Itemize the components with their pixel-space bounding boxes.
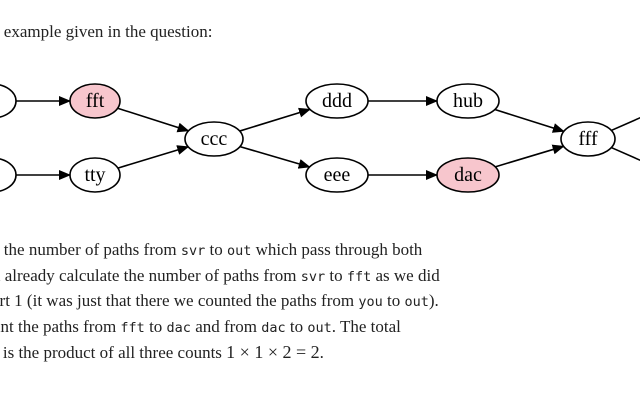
text: ). [428, 291, 439, 310]
edge-hub-fff [494, 108, 565, 133]
text: to [144, 316, 167, 336]
code-svr: svr [180, 243, 206, 259]
node-label: fff [578, 128, 598, 150]
text: n already calculate the number of paths … [0, 265, 301, 285]
node-ellipse [69, 157, 121, 193]
node-ellipse [69, 83, 121, 119]
text: art 1 (it was just that there we counted… [0, 291, 359, 310]
node-label: eee [324, 164, 351, 186]
math-product: 1 × 1 × 2 = 2 [226, 342, 320, 362]
text: . [319, 343, 324, 362]
node-label: dac [454, 164, 482, 186]
node-label: fft [86, 90, 105, 112]
node-dac: dac [436, 157, 500, 193]
node-left_top [0, 84, 17, 118]
node-fft: fft [69, 83, 121, 119]
code-out: out [307, 319, 332, 336]
code-out: out [404, 294, 429, 310]
node-tty: tty [69, 157, 121, 193]
node-ellipse [436, 157, 500, 193]
code-fft: fft [120, 319, 145, 336]
node-label: ddd [322, 90, 352, 112]
code-dac: dac [166, 319, 191, 336]
text: to [382, 291, 405, 310]
node-eee: eee [305, 157, 369, 193]
text: s is the product of all three counts [0, 343, 227, 362]
edge-ccc-eee [239, 145, 311, 169]
path-graph-diagram: fft tty ccc ddd eee hub dac fff [0, 83, 640, 193]
node-ddd: ddd [305, 83, 369, 119]
node-ellipse [305, 83, 369, 119]
node-ellipse [0, 84, 17, 118]
code-fft: fft [346, 268, 372, 285]
text: unt the paths from [0, 316, 121, 336]
node-ellipse [436, 83, 500, 119]
para-line-5: s is the product of all three counts 1 ×… [0, 340, 440, 366]
edge-dac-fff [494, 144, 565, 168]
node-left_bottom [0, 158, 17, 192]
edge-fft-ccc [117, 107, 190, 133]
node-label: ccc [201, 128, 228, 150]
code-svr: svr [300, 268, 326, 285]
edge-fff-offscreen [611, 116, 640, 132]
text: and from [190, 316, 262, 336]
node-ellipse [560, 121, 616, 157]
node-label: hub [453, 90, 483, 112]
text: to [205, 240, 227, 259]
para-line-2: n already calculate the number of paths … [0, 264, 440, 290]
edge-ccc-ddd [239, 107, 311, 132]
edge-fff-offscreen [611, 146, 640, 162]
edge-tty-ccc [117, 145, 190, 169]
intro-text: e example given in the question: [0, 22, 213, 41]
node-ellipse [305, 157, 369, 193]
code-you: you [358, 294, 383, 310]
code-dac: dac [261, 319, 286, 336]
explanation-paragraph: e the number of paths from svr to out wh… [0, 238, 440, 366]
text: e the number of paths from [0, 240, 181, 259]
node-ellipse [184, 121, 244, 157]
para-line-1: e the number of paths from svr to out wh… [0, 238, 440, 264]
para-line-3: art 1 (it was just that there we counted… [0, 289, 440, 315]
node-label: tty [84, 164, 105, 186]
node-ccc: ccc [184, 121, 244, 157]
text: to [325, 265, 347, 285]
text: as we did [371, 265, 440, 285]
para-line-4: unt the paths from fft to dac and from d… [0, 315, 440, 341]
text: to [285, 316, 308, 336]
node-ellipse [0, 158, 17, 192]
node-fff: fff [560, 121, 616, 157]
text: which pass through both [251, 240, 423, 259]
text: . The total [331, 316, 401, 336]
code-out: out [226, 243, 252, 259]
node-hub: hub [436, 83, 500, 119]
